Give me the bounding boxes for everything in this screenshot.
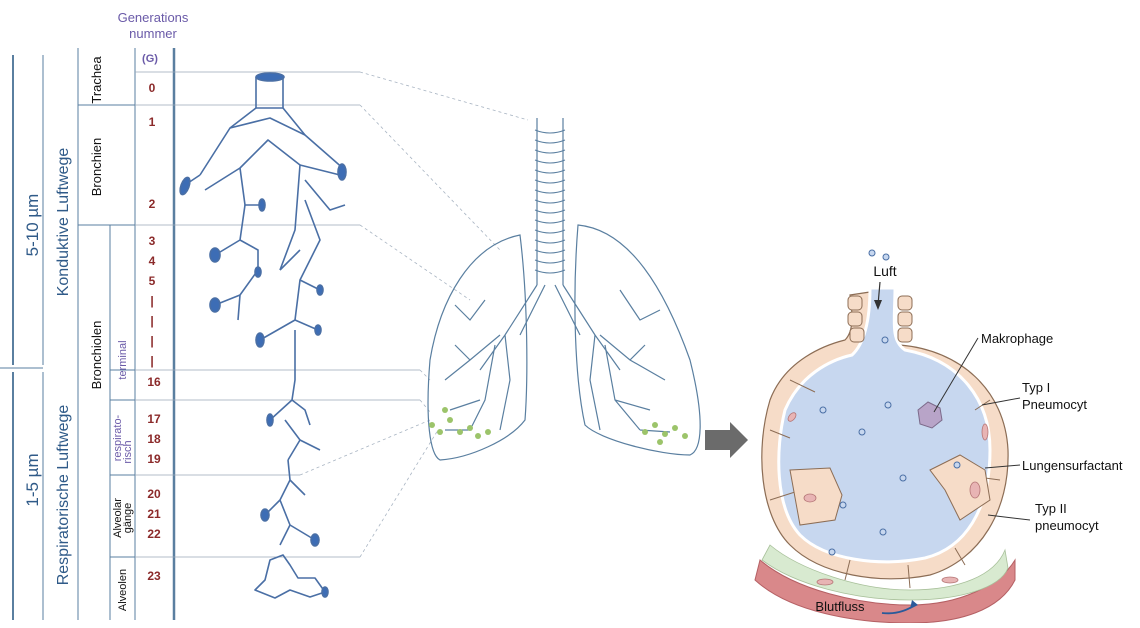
generation-number: | <box>150 314 153 328</box>
label-blutfluss: Blutfluss <box>815 599 865 614</box>
bronchus-branches-left <box>185 140 300 270</box>
size-label-upper: 5-10 µm <box>23 194 42 257</box>
zone-label-respiratory: Respiratorische Luftwege <box>55 405 72 586</box>
generation-number: 19 <box>147 452 161 466</box>
generation-numbers: 0 1 2 3 4 5 | | | | 16 17 18 19 20 21 22… <box>147 81 161 583</box>
respiratory-bronchiole <box>265 440 320 545</box>
generation-header-line1: Generations <box>118 10 189 25</box>
terminal-bronchiole <box>270 330 310 460</box>
airway-end <box>210 298 220 312</box>
airway-end <box>322 587 328 597</box>
airway-end <box>178 176 192 196</box>
trachea-rings <box>535 130 565 273</box>
airway-end <box>256 333 264 347</box>
airway-end <box>210 248 220 262</box>
generation-header-line2: nummer <box>129 26 177 41</box>
airway-end <box>259 199 265 211</box>
generation-number: 4 <box>149 254 156 268</box>
generation-g-label: (G) <box>142 53 158 65</box>
label-typ1-line1: Typ I <box>1022 380 1050 395</box>
right-lung <box>575 225 700 455</box>
airway-end <box>255 267 261 277</box>
segment-label-trachea: Trachea <box>89 56 104 104</box>
airway-end <box>315 325 321 335</box>
segment-label-alveolargaenge-2: gänge <box>122 503 134 534</box>
label-typ1-line2: Pneumocyt <box>1022 397 1087 412</box>
segment-label-bronchien: Bronchien <box>89 138 104 197</box>
label-makrophage: Makrophage <box>981 331 1053 346</box>
connector-lines <box>300 72 528 557</box>
lung-main-bronchi <box>480 285 620 370</box>
alveolar-sac <box>255 555 325 598</box>
generation-number: 18 <box>147 432 161 446</box>
generation-gridlines <box>135 72 420 557</box>
generation-number: | <box>150 354 153 368</box>
generation-number: 0 <box>149 81 156 95</box>
trachea-opening <box>256 73 284 81</box>
airway-end <box>261 509 269 521</box>
generation-number: 3 <box>149 234 156 248</box>
right-lung-branches <box>590 290 670 432</box>
generation-number: 21 <box>147 507 161 521</box>
lungs <box>428 118 700 460</box>
generation-number: 2 <box>149 197 156 211</box>
generation-number: | <box>150 334 153 348</box>
label-surfactant: Lungensurfactant <box>1022 458 1123 473</box>
generation-number: 16 <box>147 375 161 389</box>
bronchus-branches-right <box>260 165 345 340</box>
airway-tree <box>178 73 346 598</box>
generation-number: 5 <box>149 274 156 288</box>
lung-bronchi-inner <box>520 285 580 335</box>
generation-number: 23 <box>147 569 161 583</box>
generation-number: 17 <box>147 412 161 426</box>
airway-end <box>311 534 319 546</box>
airway-end <box>267 414 273 426</box>
generation-number: 22 <box>147 527 161 541</box>
segment-label-bronchiolen: Bronchiolen <box>89 321 104 390</box>
label-typ2-line1: Typ II <box>1035 501 1067 516</box>
alveolus <box>755 250 1015 623</box>
left-lung <box>428 235 527 460</box>
bronchiole-right <box>280 250 320 330</box>
bronchiole-left <box>215 205 258 320</box>
segment-label-terminal: terminal <box>117 340 129 379</box>
generation-number: 20 <box>147 487 161 501</box>
label-typ2-line2: pneumocyt <box>1035 518 1099 533</box>
segment-label-respiratorisch-2: risch <box>122 440 134 463</box>
lung-alveoli-clusters <box>429 407 688 445</box>
zone-label-conductive: Konduktive Luftwege <box>55 148 72 297</box>
segment-label-alveolen: Alveolen <box>117 569 129 611</box>
main-bronchi <box>200 108 345 175</box>
arrow-icon <box>705 422 748 458</box>
generation-number: 1 <box>149 115 156 129</box>
airway-end <box>317 285 323 295</box>
airway-end <box>338 164 346 180</box>
size-label-lower: 1-5 µm <box>23 453 42 506</box>
label-luft: Luft <box>873 263 896 279</box>
left-lung-branches <box>445 300 510 430</box>
generation-number: | <box>150 294 153 308</box>
